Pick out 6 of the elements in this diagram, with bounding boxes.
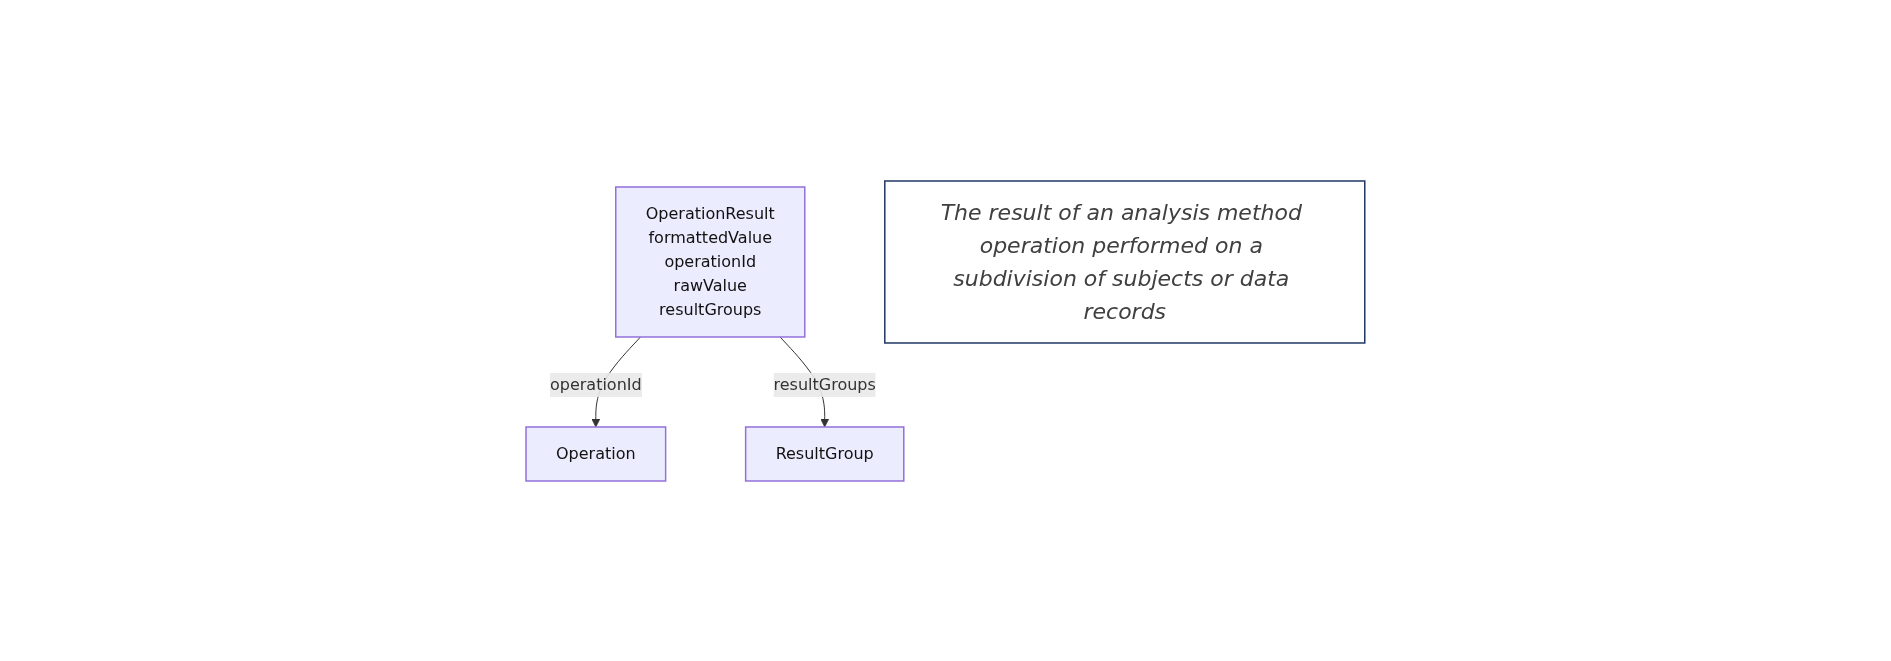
edge-label: operationId [550,374,642,394]
node-box: OperationResult formattedValue operationId rawValue resultGroups [615,185,806,338]
node-box: Operation [525,425,667,482]
node-box: The result of an analysis method operation performed on a subdivision of subjects or data records [884,179,1366,344]
node-box: ResultGroup [745,425,905,482]
edge-label: resultGroups [773,374,876,394]
